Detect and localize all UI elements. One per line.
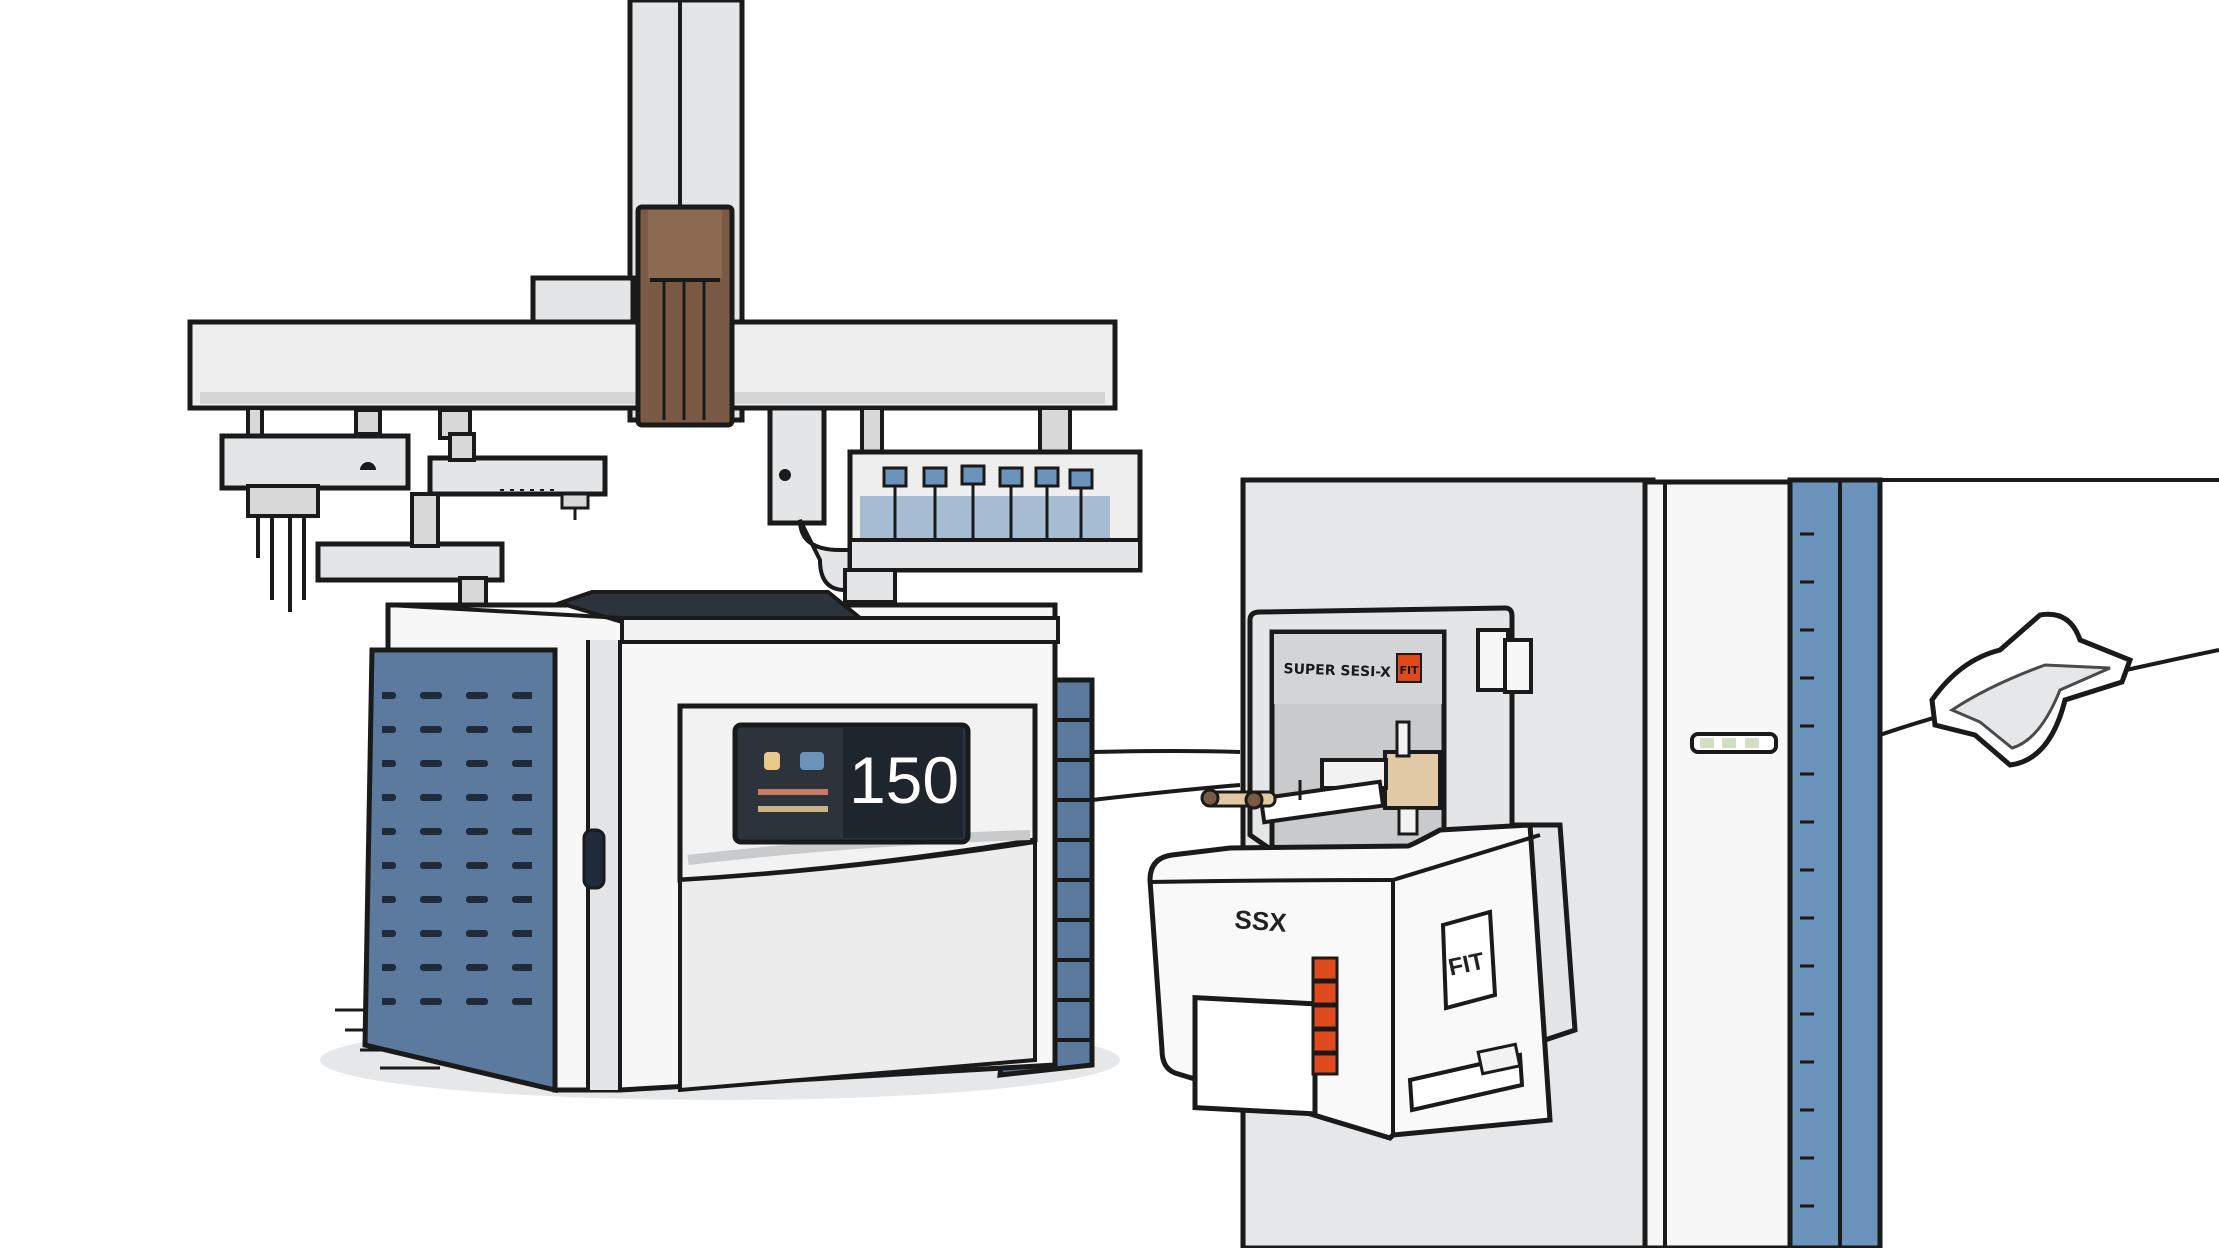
gantry bbox=[187, 0, 1118, 428]
fit-logo: FIT bbox=[1396, 653, 1422, 683]
transfer-line bbox=[1091, 749, 1241, 802]
side-fit-logo: FIT bbox=[1440, 909, 1498, 1011]
ion-source-unit: SUPER SESI-X FIT SSX bbox=[1147, 605, 1578, 1141]
brown-carriage bbox=[635, 204, 735, 428]
display-panel: 150 bbox=[732, 722, 971, 845]
emitter-assembly bbox=[1200, 720, 1442, 836]
ion-source-header: SUPER SESI-X bbox=[1283, 661, 1391, 681]
display-number: 150 bbox=[849, 743, 959, 817]
ion-source-screen bbox=[1192, 994, 1318, 1117]
door-handle[interactable] bbox=[582, 828, 606, 890]
svg-text:FIT: FIT bbox=[1399, 664, 1419, 677]
orange-button-1[interactable] bbox=[1311, 956, 1339, 982]
orange-button-2[interactable] bbox=[1311, 980, 1339, 1006]
status-led-blue bbox=[800, 752, 824, 770]
vial-rack bbox=[767, 405, 1143, 604]
ion-source-label: SSX bbox=[1234, 904, 1289, 938]
orange-button-4[interactable] bbox=[1311, 1028, 1339, 1054]
vial-row bbox=[882, 464, 1094, 538]
autosampler-unit: 150 bbox=[320, 590, 1120, 1100]
tool-heads bbox=[219, 406, 608, 616]
orange-button-column[interactable] bbox=[1311, 956, 1339, 1076]
status-led-yellow bbox=[764, 752, 780, 770]
orange-button-5[interactable] bbox=[1311, 1052, 1339, 1076]
orange-button-3[interactable] bbox=[1311, 1004, 1339, 1030]
